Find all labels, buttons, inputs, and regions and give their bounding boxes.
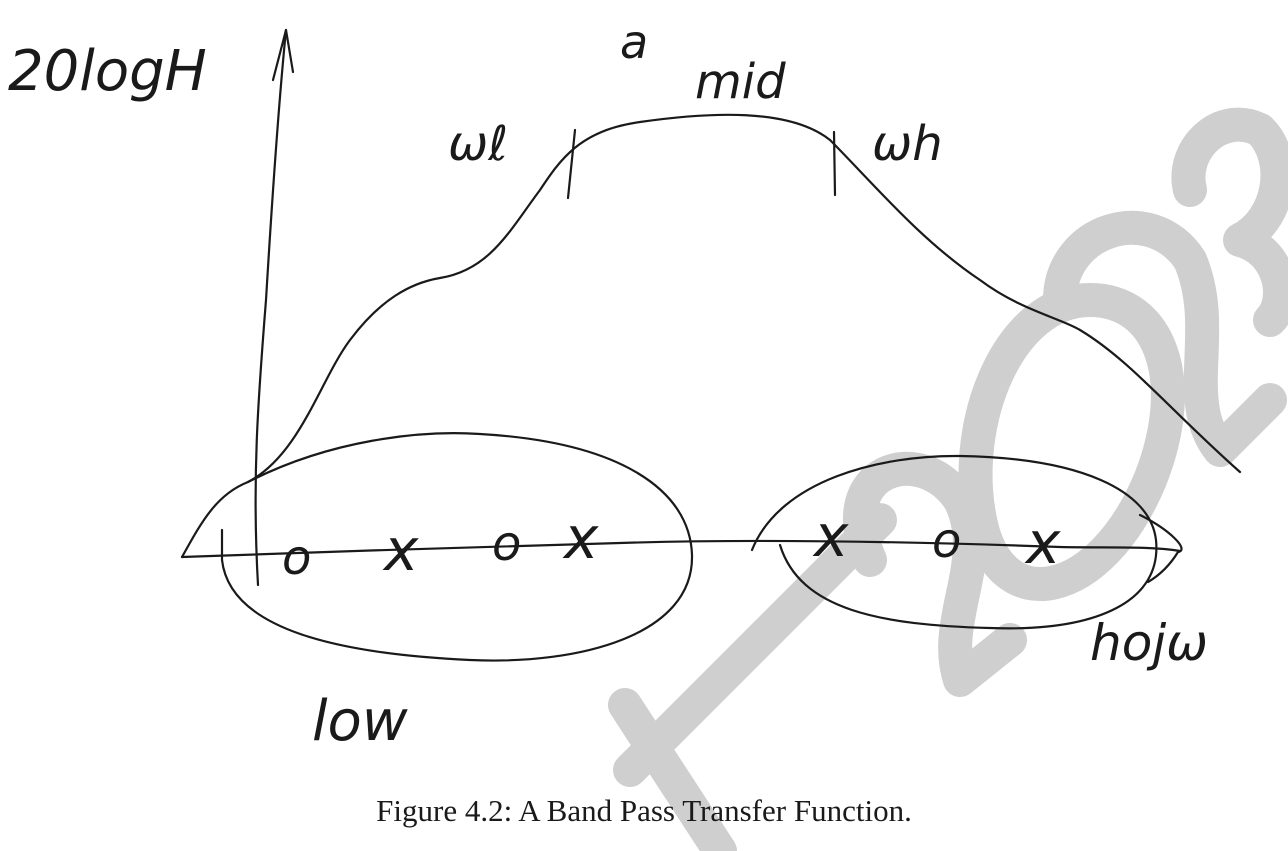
watermark-digit-zero	[958, 283, 1185, 601]
pole-marker: x	[382, 516, 419, 584]
pole-marker: x	[562, 504, 599, 572]
label-omega-l: ωℓ	[448, 116, 508, 172]
zero-marker: o	[492, 516, 521, 572]
watermark-slash	[613, 503, 897, 787]
label-omega-h: ωh	[872, 116, 943, 172]
pole-marker: x	[812, 502, 849, 570]
watermark-digit-two-b	[1043, 210, 1287, 467]
omega-h-tick	[832, 130, 837, 197]
label-low: low	[312, 689, 408, 754]
response-curve	[246, 113, 1242, 484]
y-axis-arrowhead	[271, 28, 295, 82]
watermark-digit-three	[1171, 107, 1288, 337]
zero-marker: o	[282, 530, 311, 586]
watermark-graphic	[608, 107, 1288, 851]
low-frequency-markers: o x o x	[282, 504, 599, 586]
high-frequency-markers: x o x	[812, 502, 1061, 577]
y-axis-label: 20logH	[8, 39, 207, 104]
label-high: hojω	[1090, 614, 1208, 672]
high-frequency-region	[750, 454, 1158, 630]
label-a: a	[620, 15, 648, 69]
low-frequency-region	[180, 432, 694, 662]
watermark-slash-lower	[608, 688, 737, 851]
omega-l-tick	[566, 128, 577, 200]
high-frequency-region-hook	[1138, 513, 1183, 584]
figure-caption: Figure 4.2: A Band Pass Transfer Functio…	[376, 793, 912, 828]
y-axis-line	[254, 28, 288, 587]
y-axis	[254, 28, 295, 587]
frequency-axis	[180, 539, 1182, 559]
zero-marker: o	[932, 513, 961, 569]
pole-marker: x	[1024, 509, 1061, 577]
label-mid: mid	[695, 54, 786, 110]
